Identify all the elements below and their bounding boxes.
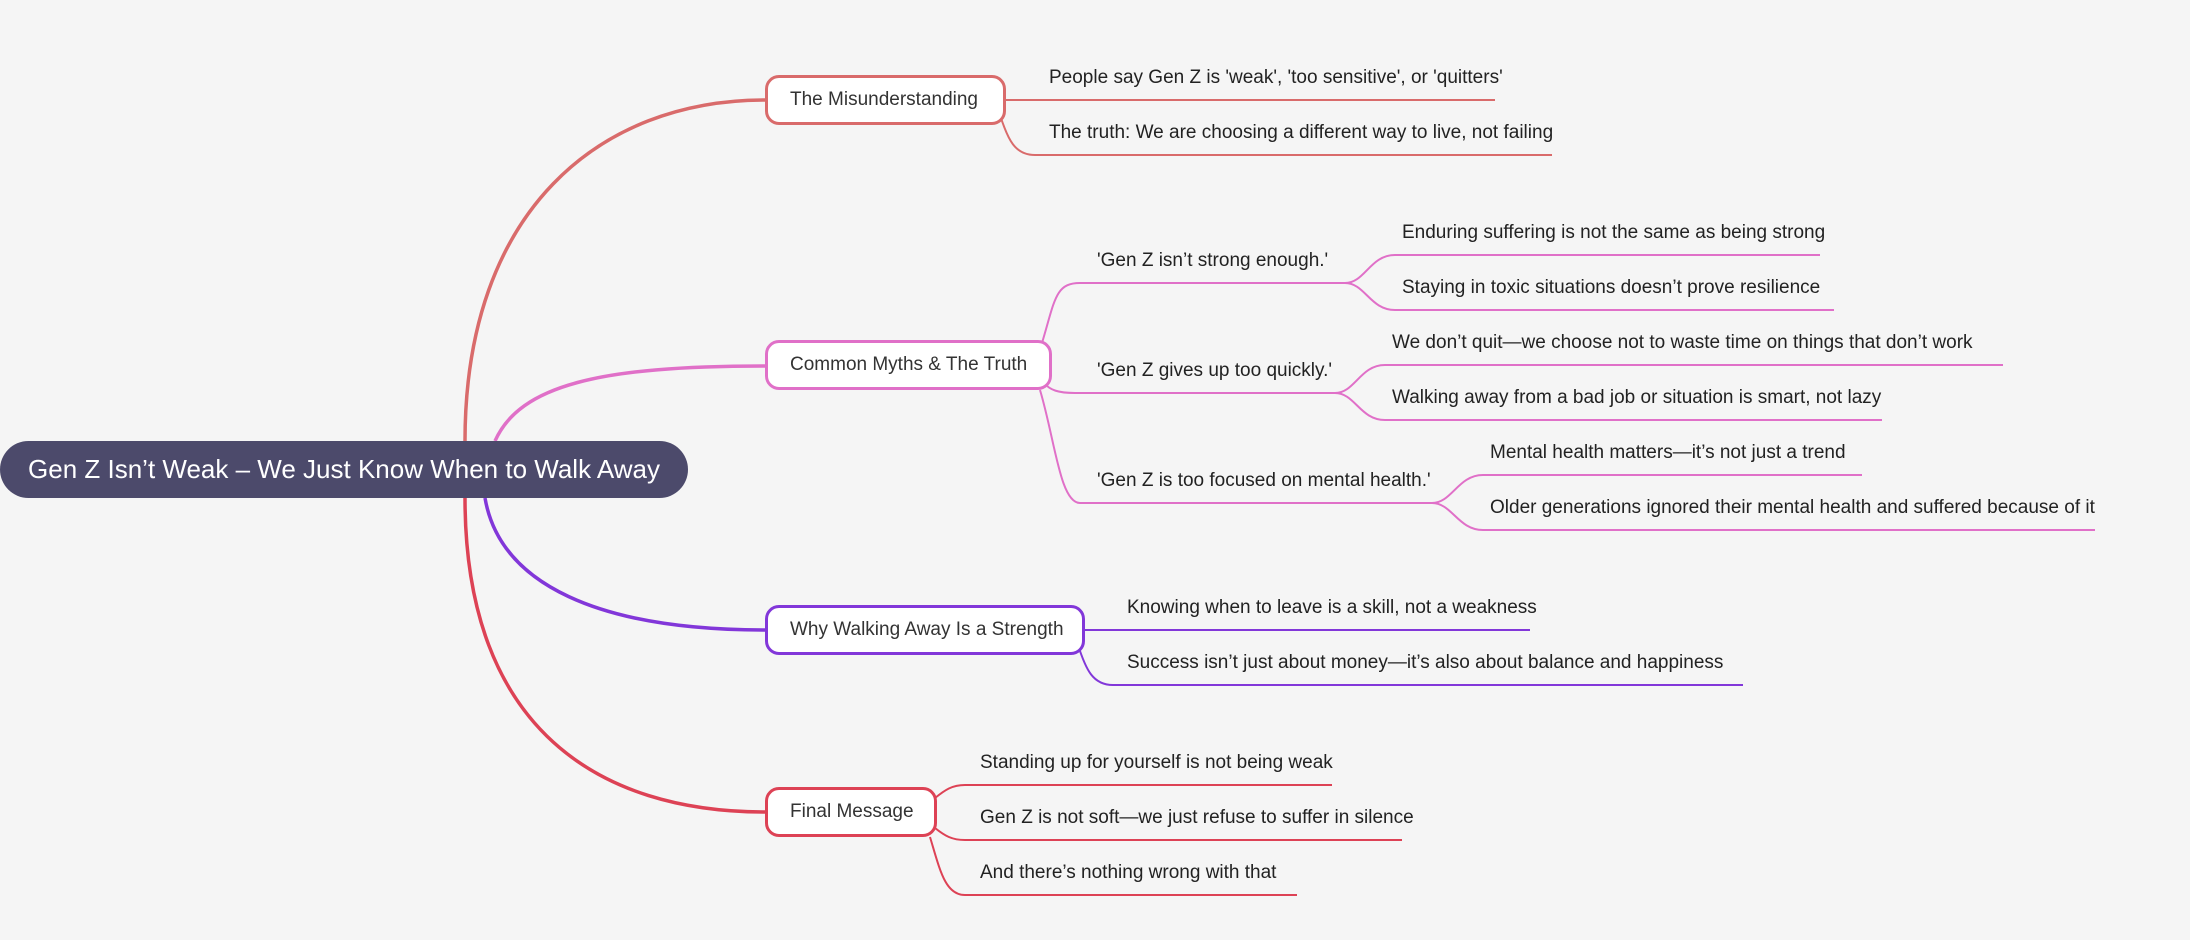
myth-subtopic[interactable]: 'Gen Z gives up too quickly.' [1097, 360, 1333, 381]
final-child-2-line [934, 827, 1402, 841]
walking-away-leaf[interactable]: Success isn’t just about money—it’s also… [1127, 652, 1724, 673]
myth-subtopic[interactable]: 'Gen Z is too focused on mental health.' [1097, 470, 1431, 491]
final-child-1-line [934, 784, 1332, 799]
branch-misunderstanding[interactable]: The Misunderstanding [765, 75, 1006, 125]
root-to-walking-away-link [483, 497, 766, 632]
branch-final-message[interactable]: Final Message [765, 787, 937, 837]
myths-sub-3-line [1039, 389, 1432, 504]
myth-truth-leaf[interactable]: Enduring suffering is not the same as be… [1402, 222, 1826, 243]
myths-sub-3-leaf-2-line [1431, 502, 2095, 531]
branch-walking-away[interactable]: Why Walking Away Is a Strength [765, 605, 1085, 655]
walking-away-leaf[interactable]: Knowing when to leave is a skill, not a … [1127, 597, 1537, 618]
myths-sub-2-leaf-2-line [1334, 392, 1882, 421]
myths-sub-2-leaf-1-line [1334, 364, 2003, 394]
myth-subtopic[interactable]: 'Gen Z isn’t strong enough.' [1097, 250, 1329, 271]
branch-myths[interactable]: Common Myths & The Truth [765, 340, 1052, 390]
final-message-leaf[interactable]: Gen Z is not soft—we just refuse to suff… [980, 807, 1414, 828]
myth-truth-leaf[interactable]: Walking away from a bad job or situation… [1392, 387, 1882, 408]
root-topic[interactable]: Gen Z Isn’t Weak – We Just Know When to … [0, 441, 688, 498]
myths-sub-3-leaf-1-line [1431, 474, 1862, 504]
root-to-final-message-link [463, 497, 766, 814]
myths-sub-1-leaf-1-line [1344, 254, 1820, 284]
misunderstanding-leaf[interactable]: The truth: We are choosing a different w… [1049, 122, 1554, 143]
final-message-leaf[interactable]: Standing up for yourself is not being we… [980, 752, 1333, 773]
myths-sub-1-line [1041, 282, 1345, 344]
myth-truth-leaf[interactable]: Mental health matters—it’s not just a tr… [1490, 442, 1846, 463]
final-child-3-line [929, 836, 1297, 896]
root-to-misunderstanding-link [463, 98, 766, 442]
myth-truth-leaf[interactable]: Older generations ignored their mental h… [1490, 497, 2095, 518]
myth-truth-leaf[interactable]: We don’t quit—we choose not to waste tim… [1392, 332, 1973, 353]
misunderstanding-leaf[interactable]: People say Gen Z is 'weak', 'too sensiti… [1049, 67, 1503, 88]
walking-away-child-2-line [1077, 644, 1743, 686]
misunderstanding-child-2-line [999, 114, 1552, 156]
myths-sub-1-leaf-2-line [1344, 282, 1834, 311]
root-to-myths-link [493, 364, 766, 442]
myth-truth-leaf[interactable]: Staying in toxic situations doesn’t prov… [1402, 277, 1821, 298]
final-message-leaf[interactable]: And there’s nothing wrong with that [980, 862, 1277, 883]
